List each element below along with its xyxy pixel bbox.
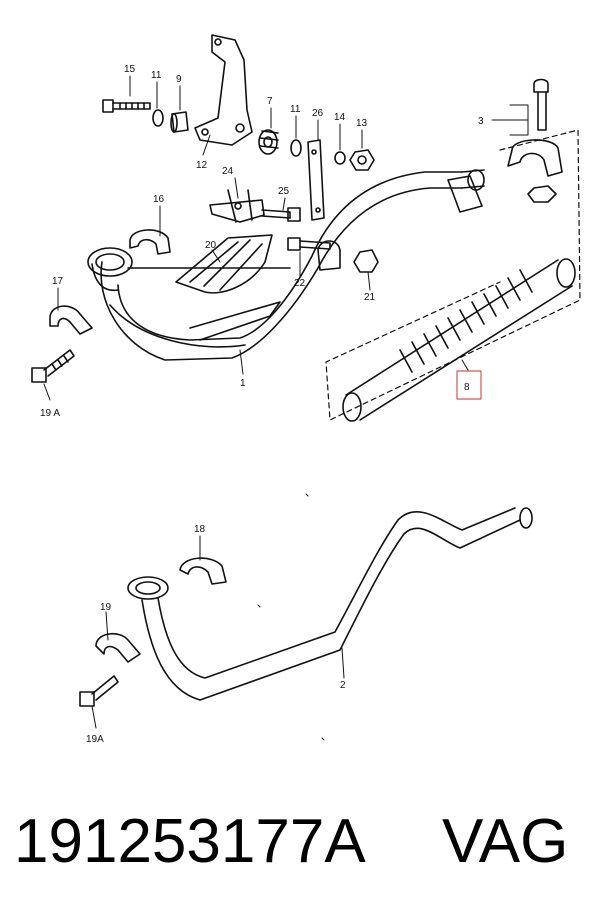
front-pipe-1 [100, 171, 463, 361]
pipe-sleeve-end [447, 169, 485, 213]
highlight-box-8 [456, 370, 482, 400]
rubber-mount-7 [258, 129, 279, 155]
callout-8: 8 [464, 382, 470, 393]
front-pipe-2 [141, 507, 533, 701]
callout-11-left: 11 [151, 70, 162, 81]
clamp-18 [179, 557, 227, 585]
sleeve-9 [170, 111, 189, 133]
callout-1: 1 [240, 378, 246, 389]
clamp-21-assembly [317, 240, 379, 273]
inlet-flange-2 [127, 576, 169, 600]
inlet-flange [87, 247, 133, 292]
callout-24: 24 [222, 166, 234, 177]
callout-16: 16 [153, 194, 165, 205]
brand-label: VAG [442, 807, 569, 876]
callout-20: 20 [205, 240, 217, 251]
exploded-parts-diagram: 15 11 9 7 11 26 14 13 12 24 25 16 20 22 … [31, 34, 581, 745]
support-bracket-12 [194, 34, 253, 146]
heat-shield-20 [175, 234, 273, 294]
strap-26 [307, 139, 325, 221]
callout-3: 3 [478, 116, 484, 127]
washer-11-left [152, 109, 164, 127]
washer-11-right [290, 139, 302, 157]
clamp-17 [49, 305, 93, 335]
callout-19a-bottom: 19A [86, 734, 104, 745]
callout-7: 7 [267, 96, 273, 107]
callout-22: 22 [294, 278, 306, 289]
bolt-25 [261, 207, 301, 222]
callout-19a-top: 19 A [40, 408, 60, 419]
clamp-3-assembly [507, 78, 563, 203]
callout-9: 9 [176, 74, 182, 85]
leader-lines [43, 75, 529, 729]
callout-26: 26 [312, 108, 324, 119]
callout-19: 19 [100, 602, 112, 613]
clamp-19 [95, 633, 141, 663]
detail-panel-frame [325, 129, 581, 421]
callout-12: 12 [196, 160, 208, 171]
callout-21: 21 [364, 292, 376, 303]
callout-25: 25 [278, 186, 290, 197]
washer-14 [334, 151, 346, 165]
bolt-19a-bottom [79, 675, 119, 707]
callout-2: 2 [340, 680, 346, 691]
part-number: 191253177A [14, 807, 366, 876]
callout-14: 14 [334, 112, 346, 123]
callout-11-right: 11 [290, 104, 301, 115]
flex-hose-8 [342, 258, 576, 422]
callout-17: 17 [52, 276, 64, 287]
bolt-15 [102, 99, 151, 113]
bolt-19a-top [31, 349, 75, 383]
bolt-22 [287, 237, 331, 251]
scan-specks [257, 493, 325, 741]
clamp-bracket-24 [209, 189, 265, 223]
clamp-16 [129, 229, 171, 255]
callout-13: 13 [356, 118, 368, 129]
nut-13 [349, 149, 375, 171]
callout-labels: 15 11 9 7 11 26 14 13 12 24 25 16 20 22 … [40, 64, 484, 745]
callout-18: 18 [194, 524, 206, 535]
callout-15: 15 [124, 64, 136, 75]
